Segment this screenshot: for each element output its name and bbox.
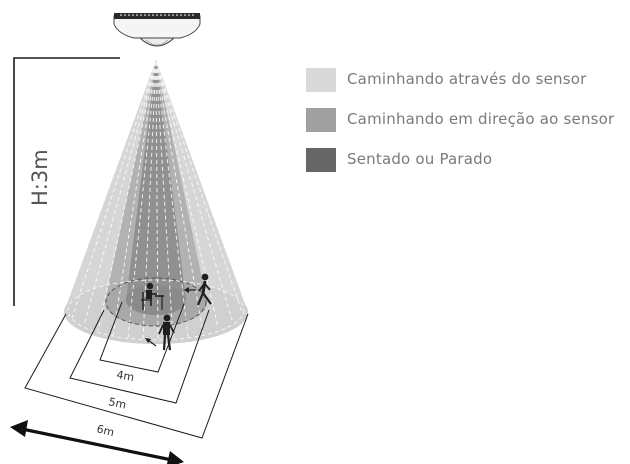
- seated-person-icon: [141, 282, 164, 310]
- walking-person-icon: [196, 273, 212, 306]
- legend-label-walking-towards: Caminhando em direção ao sensor: [347, 110, 615, 128]
- height-indicator-line: [13, 57, 120, 306]
- inner-dimension-label: 4m: [115, 368, 135, 384]
- dimension-bracket-outer: [24, 313, 249, 439]
- dimension-bracket-inner: [99, 301, 185, 373]
- direction-arrow-icon: [145, 338, 157, 347]
- legend-swatch-light: [306, 68, 336, 92]
- height-label: H:3m: [28, 149, 52, 206]
- legend-label-walking-across: Caminhando através do sensor: [347, 70, 587, 88]
- legend-swatch-dark: [306, 148, 336, 172]
- outer-dimension-label: 6m: [95, 422, 115, 439]
- middle-dimension-label: 5m: [107, 395, 127, 411]
- sensor-icon: [113, 13, 201, 47]
- standing-person-icon: [158, 314, 175, 351]
- inner-detection-cone: [126, 60, 186, 315]
- floor-ring-outer: [67, 279, 245, 341]
- width-arrow: [10, 420, 184, 464]
- direction-arrow-icon: [184, 287, 196, 293]
- legend-label-seated: Sentado ou Parado: [347, 150, 493, 168]
- legend-swatch-medium: [306, 108, 336, 132]
- detection-rays: [71, 61, 243, 341]
- floor-ring-inner: [105, 277, 207, 327]
- dimension-bracket-middle: [69, 309, 210, 404]
- inner-detection-base: [126, 285, 186, 315]
